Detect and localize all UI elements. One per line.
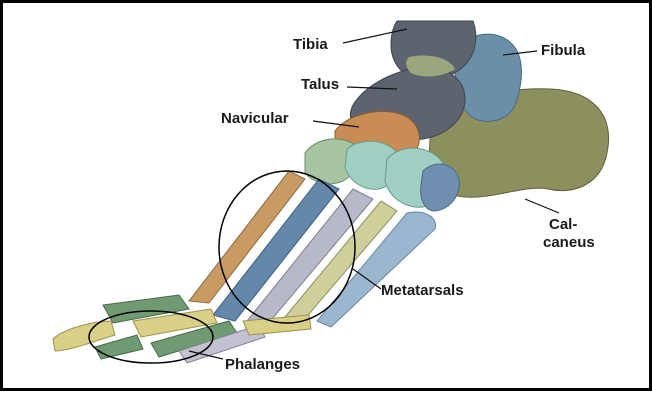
label-tibia: Tibia xyxy=(293,36,328,53)
cuboid-bone xyxy=(421,164,460,211)
label-fibula: Fibula xyxy=(541,42,586,59)
label-phalanges: Phalanges xyxy=(225,356,300,373)
foot-skeleton-illustration: Tibia Fibula Talus Navicular Cal- caneus… xyxy=(3,3,652,394)
label-navicular: Navicular xyxy=(221,110,289,127)
label-calcaneus-line1: Cal- xyxy=(549,216,577,233)
calcaneus-leader xyxy=(525,199,559,213)
label-metatarsals: Metatarsals xyxy=(381,282,464,299)
label-calcaneus-line2: caneus xyxy=(543,234,595,251)
label-talus: Talus xyxy=(301,76,339,93)
